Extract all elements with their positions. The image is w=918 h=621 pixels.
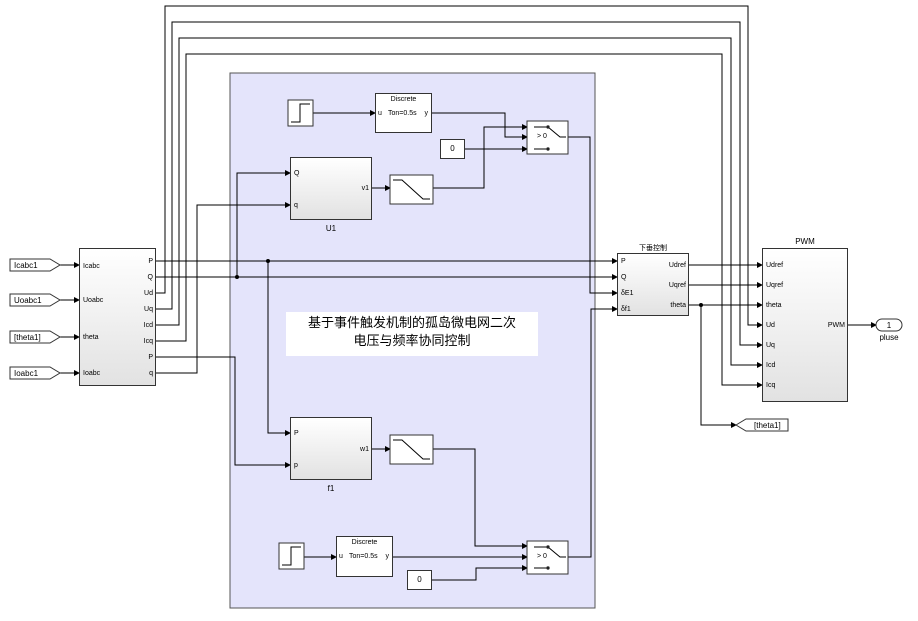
- feedback-wires: [156, 5, 763, 388]
- port-q: Q: [621, 274, 627, 281]
- droop-label: 下垂控制: [639, 245, 667, 252]
- junction-dots: [235, 259, 703, 307]
- port-icabc: Icabc: [83, 263, 100, 270]
- port-udref: Udref: [766, 262, 784, 269]
- signal-wires: [60, 110, 877, 581]
- saturation-icon: [389, 174, 434, 205]
- inport-tags: [9, 258, 61, 380]
- port-theta: theta: [766, 302, 782, 309]
- discrete-block-bottom[interactable]: Discrete u Ton=0.5s y: [336, 536, 393, 577]
- port-out-p2: P: [148, 354, 153, 361]
- port-icd: Icd: [766, 362, 776, 369]
- discrete-block-top[interactable]: Discrete u Ton=0.5s y: [375, 93, 432, 133]
- port-pwm: PWM: [827, 322, 845, 329]
- goto-tag-shape: [735, 418, 789, 432]
- pwm-block[interactable]: Udref Uqref theta Ud Uq Icd Icq PWM: [762, 248, 848, 402]
- port-u: u: [378, 110, 382, 117]
- port-q: Q: [294, 170, 300, 177]
- droop-control-block[interactable]: P Q δE1 δf1 Udref Uqref theta: [617, 253, 689, 316]
- constant-bottom[interactable]: 0: [407, 570, 432, 590]
- switch-block: [526, 120, 569, 155]
- port-y: y: [385, 553, 390, 560]
- discrete-title: Discrete: [390, 96, 417, 103]
- u1-label: U1: [325, 224, 337, 233]
- port-p-small: p: [294, 462, 298, 469]
- note-text: 基于事件触发机制的孤岛微电网二次 电压与频率协同控制: [307, 316, 516, 349]
- port-y: y: [424, 110, 429, 117]
- switch-threshold-top: > 0: [537, 133, 547, 140]
- discrete-title: Discrete: [351, 539, 378, 546]
- port-udref: Udref: [668, 262, 686, 269]
- port-ioabc: Ioabc: [83, 370, 101, 377]
- inport-tag-theta[interactable]: [theta1]: [14, 333, 41, 342]
- port-uoabc: Uoabc: [83, 297, 104, 304]
- port-w1: w1: [360, 446, 369, 453]
- port-ud: Ud: [766, 322, 775, 329]
- port-uqref: Uqref: [766, 282, 784, 289]
- outport-number[interactable]: 1: [886, 321, 892, 330]
- port-out-q2: q: [149, 370, 153, 377]
- f1-subsystem[interactable]: P p w1: [290, 417, 372, 480]
- step-icon: [287, 99, 314, 127]
- port-p: P: [621, 258, 626, 265]
- f1-label: f1: [327, 484, 335, 493]
- goto-tag[interactable]: [theta1]: [754, 421, 781, 430]
- subsystem-title-note: 基于事件触发机制的孤岛微电网二次 电压与频率协同控制: [286, 312, 538, 356]
- port-theta: theta: [670, 302, 686, 309]
- inport-tag-ioabc[interactable]: Ioabc1: [14, 369, 39, 378]
- discrete-param: Ton=0.5s: [388, 110, 417, 117]
- port-theta: theta: [83, 334, 99, 341]
- port-v1: v1: [361, 185, 369, 192]
- port-u: u: [339, 553, 343, 560]
- pwm-label: PWM: [795, 237, 815, 246]
- port-icq: Icq: [766, 382, 776, 389]
- port-de1: δE1: [621, 290, 634, 297]
- port-df1: δf1: [621, 306, 631, 313]
- port-uq: Uq: [766, 342, 775, 349]
- switch-threshold-bottom: > 0: [537, 553, 547, 560]
- port-out-icq: Icq: [143, 338, 153, 345]
- port-uqref: Uqref: [668, 282, 686, 289]
- inport-tag-icabc[interactable]: Icabc1: [14, 261, 38, 270]
- switch-block: [526, 540, 569, 575]
- port-q-small: q: [294, 202, 298, 209]
- outport-shape: [875, 318, 903, 332]
- outport-name: pluse: [879, 333, 899, 342]
- port-out-ud: Ud: [144, 290, 153, 297]
- step-icon: [278, 542, 305, 570]
- port-out-icd: Icd: [143, 322, 153, 329]
- port-out-uq: Uq: [144, 306, 153, 313]
- constant-top[interactable]: 0: [440, 139, 465, 159]
- port-p: P: [294, 430, 299, 437]
- measurement-block[interactable]: Icabc Uoabc theta Ioabc P Q Ud Uq Icd Ic…: [79, 248, 156, 386]
- port-out-q: Q: [147, 274, 153, 281]
- u1-subsystem[interactable]: Q q v1: [290, 157, 372, 220]
- port-out-p: P: [148, 258, 153, 265]
- discrete-param: Ton=0.5s: [349, 553, 378, 560]
- saturation-icon: [389, 434, 434, 465]
- inport-tag-uoabc[interactable]: Uoabc1: [14, 296, 42, 305]
